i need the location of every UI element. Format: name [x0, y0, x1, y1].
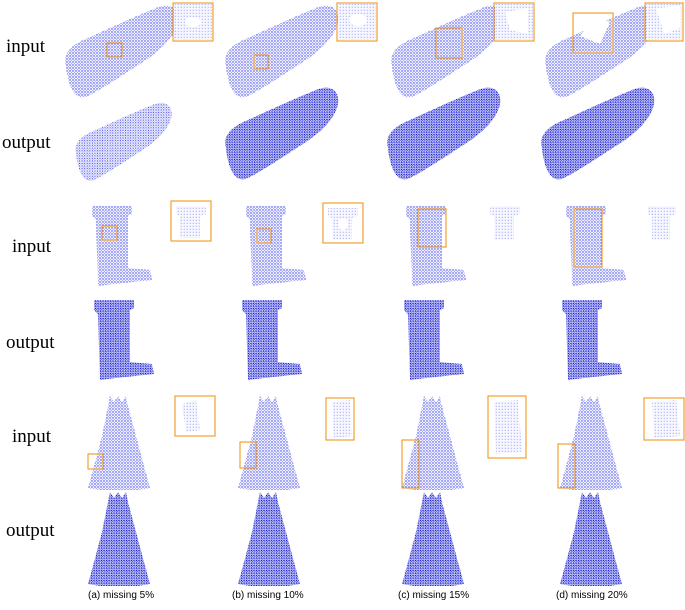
boot-output-c — [404, 300, 464, 380]
caption-c: (c) missing 15% — [398, 590, 470, 601]
vase-input-b — [238, 396, 355, 490]
insole-input-b — [225, 2, 378, 98]
point-cloud-figure — [65, 2, 685, 586]
vase-output-b — [238, 492, 300, 586]
boot-output-a — [94, 300, 154, 380]
insole-output-b — [225, 87, 339, 180]
vase-input-d — [557, 396, 685, 490]
insole-input-c — [391, 2, 535, 98]
vase-input-a — [87, 395, 216, 490]
boot-input-a — [92, 200, 212, 286]
vase-output-c — [402, 492, 464, 586]
row-label-3: input — [12, 236, 52, 257]
caption-a: (a) missing 5% — [88, 590, 155, 601]
boot-input-c — [406, 206, 520, 286]
insole-input-d — [545, 2, 684, 98]
boot-output-b — [242, 300, 302, 380]
vase-input-c — [401, 395, 527, 490]
vase-output-a — [88, 492, 150, 586]
row-label-1: input — [6, 36, 46, 57]
row-label-5: input — [12, 426, 52, 447]
caption-d: (d) missing 20% — [556, 590, 628, 601]
row-label-4: output — [6, 332, 55, 353]
boot-input-b — [246, 202, 364, 286]
row-label-2: output — [2, 132, 51, 153]
insole-output-c — [387, 87, 501, 180]
caption-b: (b) missing 10% — [232, 590, 304, 601]
insole-output-d — [541, 87, 655, 180]
boot-input-d — [566, 206, 676, 286]
row-label-6: output — [6, 520, 55, 541]
vase-output-d — [560, 492, 622, 586]
insole-output-a — [75, 102, 172, 181]
insole-input-a — [65, 2, 214, 98]
boot-output-d — [562, 300, 622, 380]
